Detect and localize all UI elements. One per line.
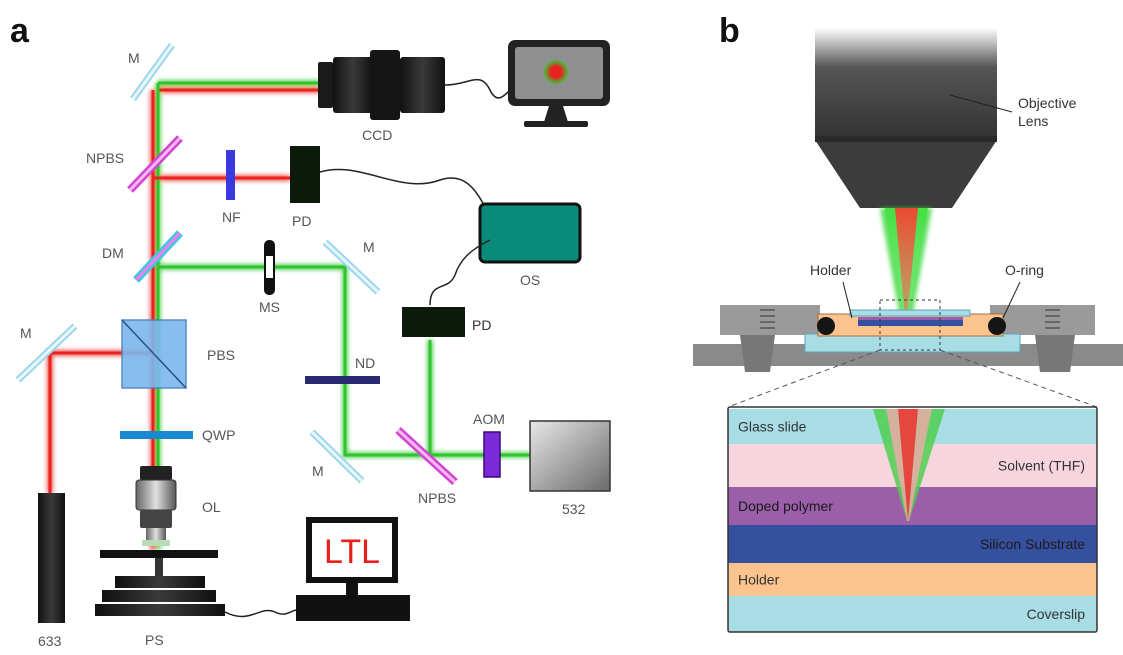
label-npbs-bottom: NPBS (418, 490, 456, 506)
label-pbs: PBS (207, 347, 235, 363)
mirror-bottom (309, 429, 365, 484)
layer-label-5: Coverslip (1027, 606, 1086, 622)
label-532: 532 (562, 501, 586, 517)
label-objective-2: Lens (1018, 113, 1048, 129)
positioning-stage (95, 550, 225, 616)
label-nd: ND (355, 355, 375, 371)
mirror-right-top (322, 239, 381, 295)
npbs-top (127, 135, 183, 193)
label-nf: NF (222, 209, 241, 225)
layer-label-1: Solvent (THF) (998, 458, 1085, 474)
inset-beam-cone (873, 409, 945, 521)
mirror-top (130, 42, 175, 102)
zoom-line-right (939, 349, 1098, 408)
label-m-top: M (128, 50, 140, 66)
o-ring-leader (1002, 281, 1021, 319)
quarter-wave-plate (120, 431, 193, 439)
label-aom: AOM (473, 411, 505, 427)
nd-filter (305, 376, 380, 384)
label-pd-top: PD (292, 213, 311, 229)
panel-b-label: b (719, 12, 740, 50)
computer-screen-text: LTL (324, 533, 380, 571)
pd-right-cable (429, 239, 491, 306)
laser-532 (529, 420, 611, 492)
layer-label-3: Silicon Substrate (980, 536, 1085, 552)
label-m-bottom: M (312, 463, 324, 479)
label-ol: OL (202, 499, 221, 515)
ccd-cable (444, 78, 511, 99)
label-npbs-top: NPBS (86, 150, 124, 166)
label-ps: PS (145, 632, 164, 648)
mechanical-shutter (264, 240, 275, 295)
label-o-ring: O-ring (1005, 262, 1044, 278)
focused-beam-cones (880, 208, 932, 318)
photodiode-right (402, 307, 465, 337)
layer-label-0: Glass slide (738, 419, 807, 435)
polarizing-beam-splitter (121, 319, 187, 389)
objective-lens (815, 28, 997, 208)
notch-filter (226, 150, 235, 200)
layer-4 (728, 563, 1097, 596)
layer-5 (728, 596, 1097, 632)
dichroic-mirror (133, 230, 183, 283)
label-m-left: M (20, 325, 32, 341)
label-pd-right: PD (472, 317, 491, 333)
zoom-line-left (727, 349, 881, 408)
stage-cable (224, 609, 297, 618)
sample-holder-assembly (693, 299, 1123, 372)
acousto-optic-modulator (483, 431, 501, 478)
mirror-left (15, 323, 78, 383)
label-qwp: QWP (202, 427, 235, 443)
label-holder: Holder (810, 262, 852, 278)
holder-leader (842, 281, 853, 319)
laser-633 (38, 493, 65, 623)
label-m-right-top: M (363, 239, 375, 255)
objective-leader (949, 94, 1013, 113)
photodiode-top (290, 146, 320, 203)
ccd-monitor (508, 40, 610, 127)
npbs-bottom (395, 427, 458, 485)
label-ccd: CCD (362, 127, 392, 143)
label-ms: MS (259, 299, 280, 315)
panel-a-label: a (10, 12, 30, 50)
layer-3 (728, 525, 1097, 563)
ccd-camera (318, 50, 445, 120)
layer-label-4: Holder (738, 572, 780, 588)
layer-label-2: Doped polymer (738, 498, 833, 514)
pd-top-cable (319, 168, 491, 216)
oscilloscope (478, 202, 582, 264)
label-dm: DM (102, 245, 124, 261)
control-computer (296, 517, 410, 621)
objective-ol (135, 466, 177, 546)
label-os: OS (520, 272, 540, 288)
inset-frame (727, 406, 1098, 633)
label-633: 633 (38, 633, 62, 649)
label-objective-1: Objective (1018, 95, 1077, 111)
